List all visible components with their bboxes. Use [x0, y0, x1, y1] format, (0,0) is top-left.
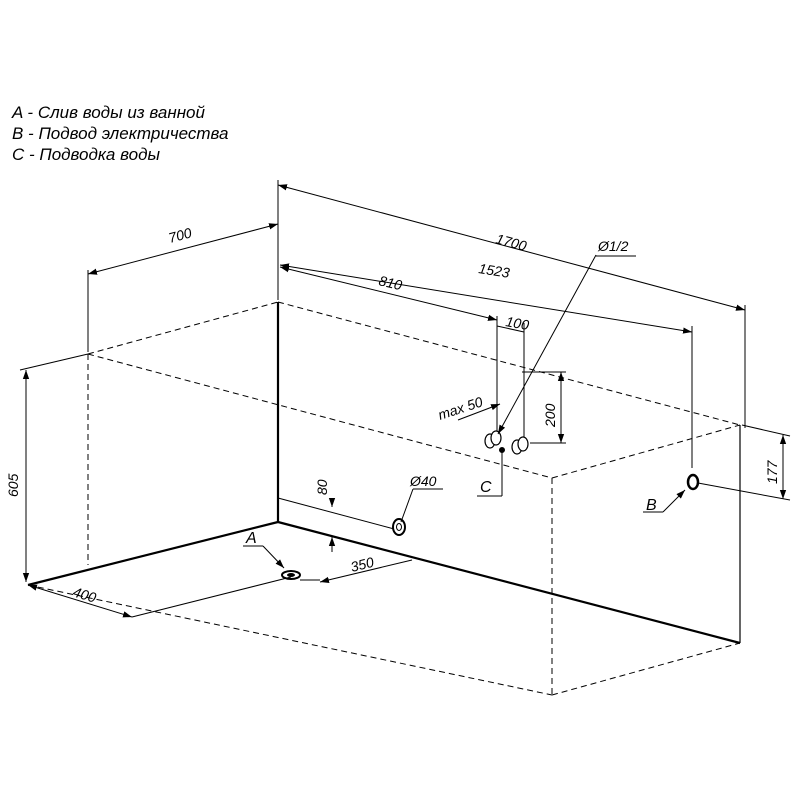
dimension-label-diameter-half: Ø1/2	[597, 238, 629, 254]
marker-c: C	[480, 479, 492, 496]
dimension-1700	[277, 180, 746, 428]
dimension-label-810: 810	[377, 272, 404, 293]
dimension-400	[27, 576, 292, 618]
dimension-label-400: 400	[71, 584, 98, 606]
dimension-max-50	[457, 403, 501, 421]
drain-outlet	[243, 545, 301, 580]
dimension-80	[277, 497, 399, 552]
dimension-177	[697, 424, 791, 501]
leader-diameter-half	[497, 254, 636, 435]
dimension-label-200: 200	[542, 403, 558, 428]
legend-item-electricity: B - Подвод электричества	[12, 124, 229, 143]
visible-edges	[27, 302, 741, 645]
overflow-pipe	[392, 488, 443, 536]
marker-a: A	[245, 530, 257, 547]
dimension-350	[300, 559, 413, 583]
dimension-700	[87, 222, 279, 352]
legend-item-water-supply: C - Подводка воды	[12, 145, 160, 164]
dimension-810	[279, 266, 498, 432]
dimension-605	[19, 353, 89, 582]
hidden-edges	[27, 301, 741, 696]
dimension-label-1700: 1700	[494, 230, 528, 254]
dimension-200	[522, 371, 566, 444]
dimension-label-350: 350	[349, 554, 376, 575]
dimension-label-100: 100	[504, 313, 530, 333]
water-supply-pipes	[484, 430, 529, 455]
electricity-outlet	[643, 473, 700, 513]
dimension-label-max-50: max 50	[436, 393, 485, 422]
dimension-label-diameter-40: Ø40	[409, 473, 437, 489]
water-supply-marker	[477, 447, 505, 497]
legend-item-drain: A - Слив воды из ванной	[12, 103, 205, 122]
dimension-label-700: 700	[167, 224, 194, 246]
dimension-label-1523: 1523	[478, 260, 511, 281]
marker-b: B	[646, 497, 657, 514]
dimension-100	[496, 323, 525, 438]
dimension-label-605: 605	[5, 473, 21, 497]
dimension-label-177: 177	[764, 459, 780, 484]
dimension-label-80: 80	[314, 479, 330, 495]
legend: A - Слив воды из ванной B - Подвод элект…	[12, 102, 229, 165]
